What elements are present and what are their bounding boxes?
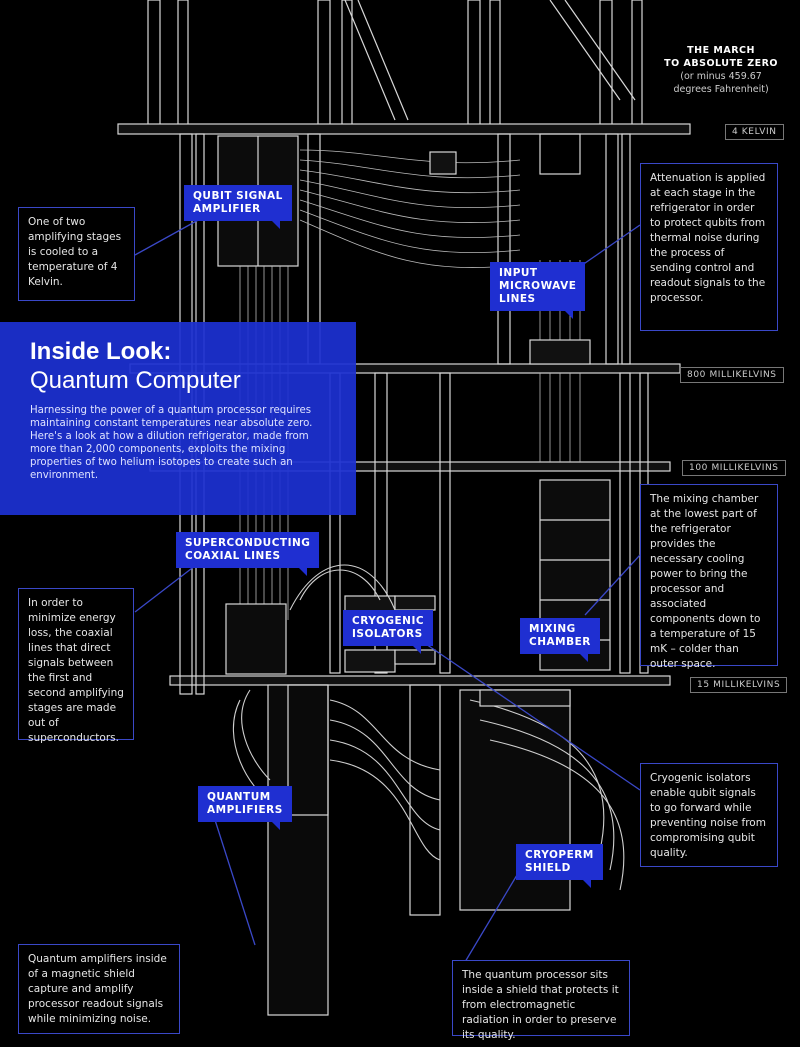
label-mixing-chamber: MIXING CHAMBER <box>520 618 600 662</box>
march-sub-1: (or minus 459.67 <box>680 71 762 82</box>
label-input-microwave-lines: INPUT MICROWAVE LINES <box>490 262 586 319</box>
march-note: THE MARCH TO ABSOLUTE ZERO (or minus 459… <box>664 44 778 96</box>
hero-panel: Inside Look: Quantum Computer Harnessing… <box>0 322 356 515</box>
label-cryogenic-isolators: CRYOGENIC ISOLATORS <box>343 610 434 654</box>
note-amplifier: One of two amplifying stages is cooled t… <box>18 207 135 301</box>
temp-tag-4k: 4 KELVIN <box>725 124 784 140</box>
label-qubit-signal-amplifier: QUBIT SIGNAL AMPLIFIER <box>184 185 292 229</box>
hero-body: Harnessing the power of a quantum proces… <box>30 405 313 481</box>
march-title-2: TO ABSOLUTE ZERO <box>664 58 778 69</box>
temp-tag-15mk: 15 MILLIKELVINS <box>690 677 788 693</box>
note-cryogenic-isolators: Cryogenic isolators enable qubit signals… <box>640 763 778 867</box>
temp-tag-800mk: 800 MILLIKELVINS <box>680 367 784 383</box>
note-quantum-amplifiers: Quantum amplifiers inside of a magnetic … <box>18 944 180 1034</box>
label-quantum-amplifiers: QUANTUM AMPLIFIERS <box>198 786 292 830</box>
note-coaxial-lines: In order to minimize energy loss, the co… <box>18 588 134 744</box>
label-superconducting-coaxial-lines: SUPERCONDUCTING COAXIAL LINES <box>176 532 320 576</box>
label-cryoperm-shield: CRYOPERM SHIELD <box>516 844 603 888</box>
note-mixing-chamber: The mixing chamber at the lowest part of… <box>640 484 778 670</box>
note-quantum-processor: The quantum processor sits inside a shie… <box>452 960 630 1041</box>
march-sub-2: degrees Fahrenheit) <box>673 84 769 95</box>
note-attenuation: Attenuation is applied at each stage in … <box>640 163 778 331</box>
hero-title: Inside Look: <box>30 338 172 365</box>
temp-tag-100mk: 100 MILLIKELVINS <box>682 460 786 476</box>
hero-subtitle: Quantum Computer <box>30 367 241 394</box>
march-title-1: THE MARCH <box>687 45 755 56</box>
